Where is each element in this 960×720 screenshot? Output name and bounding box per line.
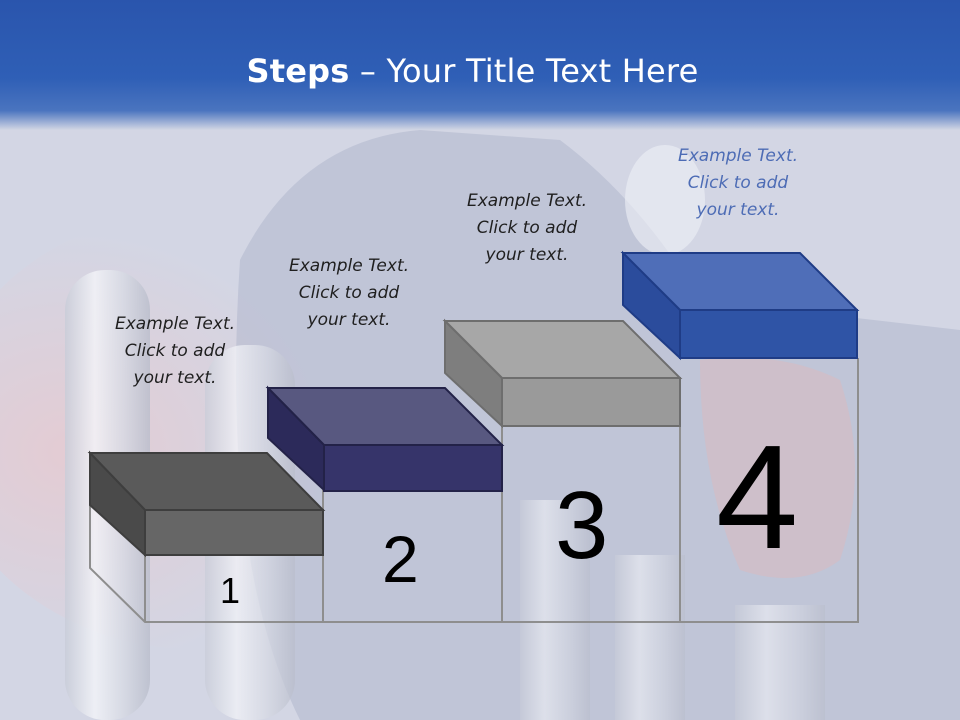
step-3-block[interactable] [442,318,683,429]
step-4-caption-line-1: Example Text. [677,146,799,166]
step-4-caption[interactable]: Example Text. Click to add your text. [648,143,828,224]
step-3-caption[interactable]: Example Text. Click to add your text. [437,188,617,269]
step-2-caption-line-3: your text. [307,310,391,330]
step-1-block[interactable] [87,450,326,558]
slide-title[interactable]: Steps – Your Title Text Here [0,52,945,90]
step-4-block[interactable] [620,250,860,361]
step-2-caption-line-2: Click to add [298,283,400,303]
step-2-caption[interactable]: Example Text. Click to add your text. [259,253,439,334]
step-1-caption-line-2: Click to add [124,341,226,361]
step-2-block[interactable] [265,385,505,493]
step-3-caption-line-2: Click to add [476,218,578,238]
step-1-caption-line-1: Example Text. [114,314,236,334]
step-3-caption-line-3: your text. [485,245,569,265]
step-4-caption-line-3: your text. [696,200,780,220]
step-4-number: 4 [716,415,799,580]
title-bar [0,0,960,130]
step-4-caption-line-2: Click to add [687,173,789,193]
step-3-caption-line-1: Example Text. [466,191,588,211]
step-2-caption-line-1: Example Text. [288,256,410,276]
title-bold: Steps [246,52,350,90]
step-1-caption-line-3: your text. [133,368,217,388]
title-rest: – Your Title Text Here [349,52,699,90]
step-3-number: 3 [555,472,609,579]
step-2-number: 2 [382,522,419,596]
step-1-number: 1 [220,570,241,611]
step-1-caption[interactable]: Example Text. Click to add your text. [85,311,265,392]
